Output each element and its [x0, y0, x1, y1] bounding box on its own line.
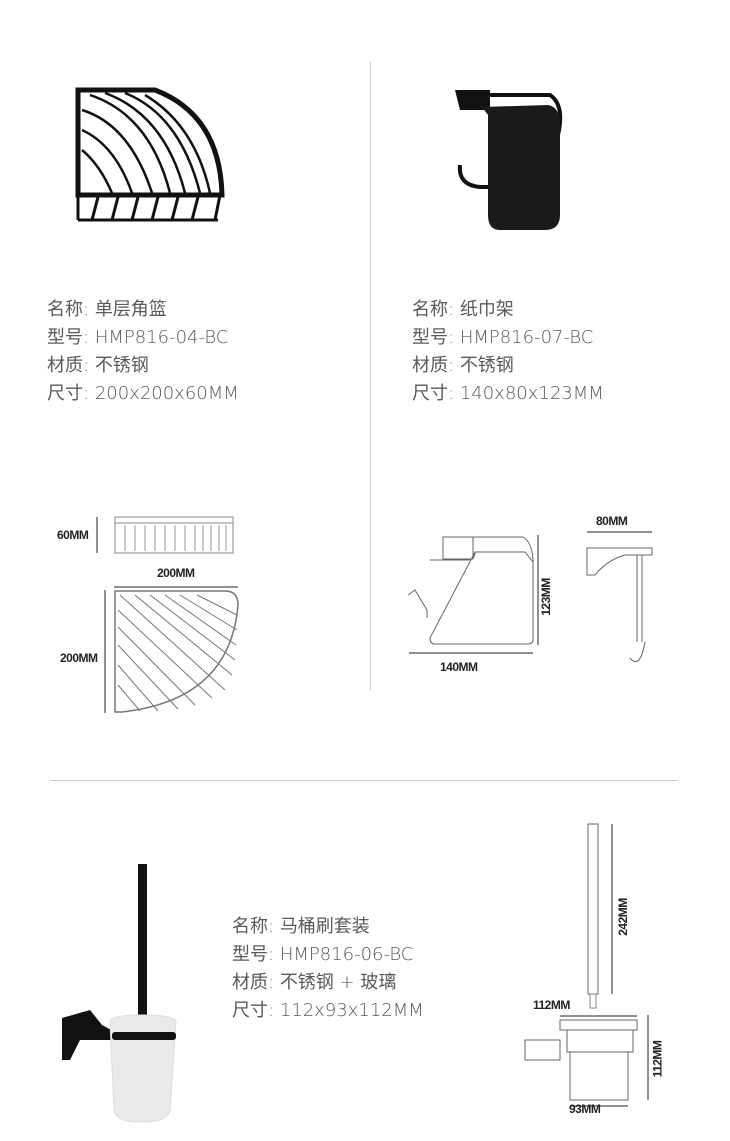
product-specs-tissue-holder: 名称: 纸巾架 型号: HMP816-07-BC 材质: 不锈钢 尺寸: 140…: [412, 296, 604, 408]
dim-handle-label: 242MM: [615, 898, 630, 936]
model-label: 型号:: [232, 944, 275, 965]
product-name: 纸巾架: [459, 299, 514, 320]
model-label: 型号:: [47, 327, 90, 348]
tissue-holder-image: [455, 90, 563, 230]
product-model: HMP816-06-BC: [279, 944, 414, 965]
product-model: HMP816-04-BC: [94, 327, 229, 348]
vertical-divider: [370, 62, 371, 690]
dim-height-label: 60MM: [57, 528, 89, 542]
material-label: 材质:: [232, 972, 275, 993]
dim-width-label: 140MM: [440, 660, 478, 674]
toilet-brush-image: [62, 864, 177, 1123]
corner-basket-image: [75, 87, 225, 222]
product-specs-corner-basket: 名称: 单层角篮 型号: HMP816-04-BC 材质: 不锈钢 尺寸: 20…: [47, 296, 239, 408]
product-size: 140x80x123MM: [459, 383, 604, 404]
product-size: 112x93x112MM: [279, 1000, 424, 1021]
product-size: 200x200x60MM: [94, 383, 239, 404]
size-label: 尺寸:: [232, 1000, 275, 1021]
product-model: HMP816-07-BC: [459, 327, 594, 348]
product-material: 不锈钢: [459, 355, 514, 376]
dim-depth-label: 200MM: [60, 651, 98, 665]
size-label: 尺寸:: [47, 383, 90, 404]
dim-height-label: 123MM: [538, 578, 553, 616]
corner-basket-side-drawing: [96, 516, 234, 554]
dim-bottom-label: 93MM: [569, 1102, 601, 1116]
tissue-holder-side-drawing: [586, 531, 653, 662]
product-specs-toilet-brush: 名称: 马桶刷套装 型号: HMP816-06-BC 材质: 不锈钢 + 玻璃 …: [232, 913, 424, 1025]
material-label: 材质:: [47, 355, 90, 376]
dim-top-label: 112MM: [533, 998, 570, 1012]
product-name: 马桶刷套装: [279, 916, 370, 937]
model-label: 型号:: [412, 327, 455, 348]
horizontal-divider: [50, 780, 678, 781]
product-name: 单层角篮: [94, 299, 167, 320]
dim-height-label: 112MM: [650, 1040, 665, 1078]
dim-width-label: 200MM: [157, 566, 195, 580]
corner-basket-top-drawing: [104, 586, 239, 713]
name-label: 名称:: [412, 299, 455, 320]
product-material: 不锈钢 + 玻璃: [279, 972, 397, 993]
material-label: 材质:: [412, 355, 455, 376]
name-label: 名称:: [47, 299, 90, 320]
toilet-brush-drawing: [524, 823, 649, 1107]
size-label: 尺寸:: [412, 383, 455, 404]
name-label: 名称:: [232, 916, 275, 937]
dim-depth-label: 80MM: [596, 514, 628, 528]
tissue-holder-front-drawing: [407, 535, 539, 654]
product-material: 不锈钢: [94, 355, 149, 376]
